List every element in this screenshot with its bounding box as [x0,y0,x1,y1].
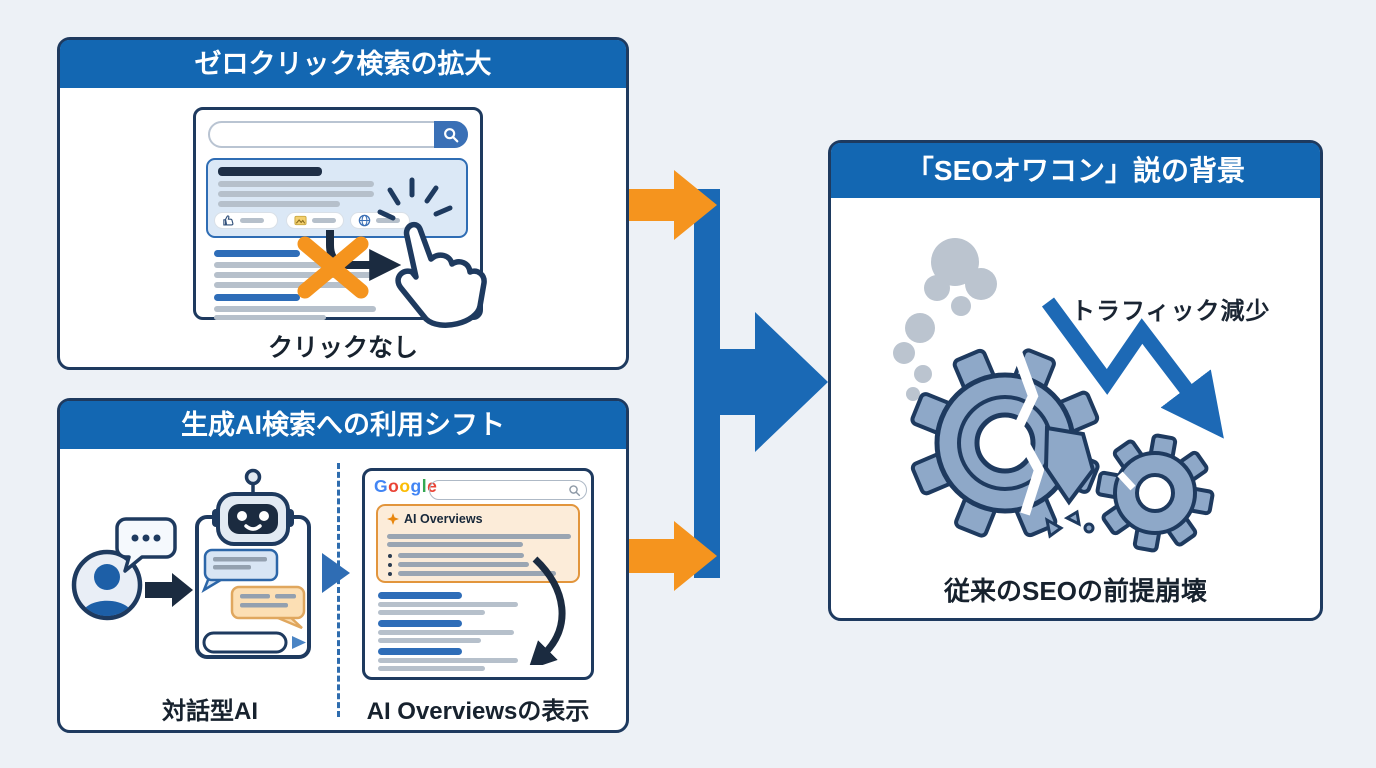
panel-ai-shift-title: 生成AI検索への利用シフト [181,410,505,440]
snippet-chip-image [286,212,344,229]
result-text-line [378,610,485,615]
chat-bubble-user [230,585,306,630]
google-search-input-mock [429,480,587,500]
thumbs-up-icon [223,215,234,226]
google-letter: G [374,476,389,496]
google-serp-mockup: Google AI Overviews [362,468,594,680]
result-title-line [378,648,462,655]
ai-bullet-line [398,553,524,558]
search-button-mock [434,121,468,148]
panel-ai-shift-left-caption: 対話型AI [162,698,258,725]
result-text-line [378,658,518,663]
ai-bullet [388,563,392,567]
panel-zero-click-title: ゼロクリック検索の拡大 [194,49,492,79]
ai-text-line [387,534,571,539]
globe-icon [358,214,371,227]
send-icon [292,636,306,649]
chat-bubble-ai [201,548,279,593]
result-text-line [214,272,376,278]
ai-text-line [387,542,523,547]
small-gear-icon [1095,433,1215,553]
panel-seo-background: 「SEOオワコン」説の背景 [828,140,1323,621]
result-title-line [378,592,462,599]
click-spark-icon [377,177,453,221]
featured-snippet-card [206,158,468,238]
google-letter: l [421,476,428,496]
panel-zero-click: ゼロクリック検索の拡大 [57,37,629,370]
ai-overviews-label-row: AI Overviews [387,512,483,526]
snippet-chip-globe [350,212,410,229]
gear-crack [1117,471,1136,491]
panel-zero-click-header: ゼロクリック検索の拡大 [60,40,626,88]
chatbot-figure [71,468,311,659]
google-letter: o [388,476,400,496]
ai-bullet-line [398,562,529,567]
snippet-chip-thumbs [214,212,278,229]
panel-seo-background-header: 「SEOオワコン」説の背景 [831,143,1320,198]
ai-bullet [388,554,392,558]
decline-arrow [1041,297,1224,439]
broken-gears-figure [893,238,1224,553]
ai-bullet-line [398,571,556,576]
panel-seo-background-caption: 従来のSEOの前提崩壊 [944,576,1207,606]
image-icon [294,215,307,226]
chat-input-mock [202,631,288,654]
flow-arrow-orange-bottom [629,521,717,591]
magnifier-icon [569,485,581,497]
result-text-line [214,315,326,320]
panel-seo-background-title: 「SEOオワコン」説の背景 [905,155,1246,186]
snippet-text-line [218,201,340,207]
search-input-mock [208,121,468,148]
result-text-line [378,602,518,607]
result-text-line [214,306,376,312]
result-text-line [378,630,514,635]
chip-label-line [240,218,264,223]
traffic-decline-annotation: トラフィック減少 [1071,298,1271,325]
result-title-line [378,620,462,627]
user-avatar-icon [71,549,143,621]
scroll-down-arrow [528,556,566,665]
chip-label-line [376,218,400,223]
snippet-text-line [218,191,374,197]
robot-icon [212,468,294,546]
ai-bullet [388,572,392,576]
panel-ai-shift-right-caption: AI Overviewsの表示 [366,698,590,725]
sparkle-icon [387,513,399,525]
result-text-line [378,638,481,643]
google-letter: g [410,476,422,496]
result-text-line [378,666,485,671]
snippet-text-line [218,181,374,187]
google-letter: o [399,476,411,496]
flow-arrow-orange-top [629,170,717,240]
chip-label-line [312,218,336,223]
merge-arrow-blue [694,189,828,578]
speech-bubble-icon [115,517,177,573]
smoke-icon [893,238,997,401]
flow-triangle-icon [322,553,350,593]
google-logo: Google [374,476,437,497]
hand-cursor-icon [377,177,487,328]
panel-ai-shift-header: 生成AI検索への利用シフト [60,401,626,449]
no-click-overlay [297,177,487,328]
panel-zero-click-caption: クリックなし [267,334,418,362]
to-chat-arrow [145,573,193,607]
result-title-line [214,250,300,257]
orange-x-icon [297,236,369,299]
ai-overviews-label: AI Overviews [404,512,483,526]
magnifier-icon [444,127,459,142]
snippet-title-line [218,167,322,176]
result-text-line [214,282,352,288]
result-title-line [214,294,300,301]
gear-fragment [1043,425,1096,506]
gear-debris [1044,509,1095,539]
gear-crack [1011,350,1045,516]
panel-ai-shift: 生成AI検索への利用シフト [57,398,629,733]
result-text-line [214,262,376,268]
